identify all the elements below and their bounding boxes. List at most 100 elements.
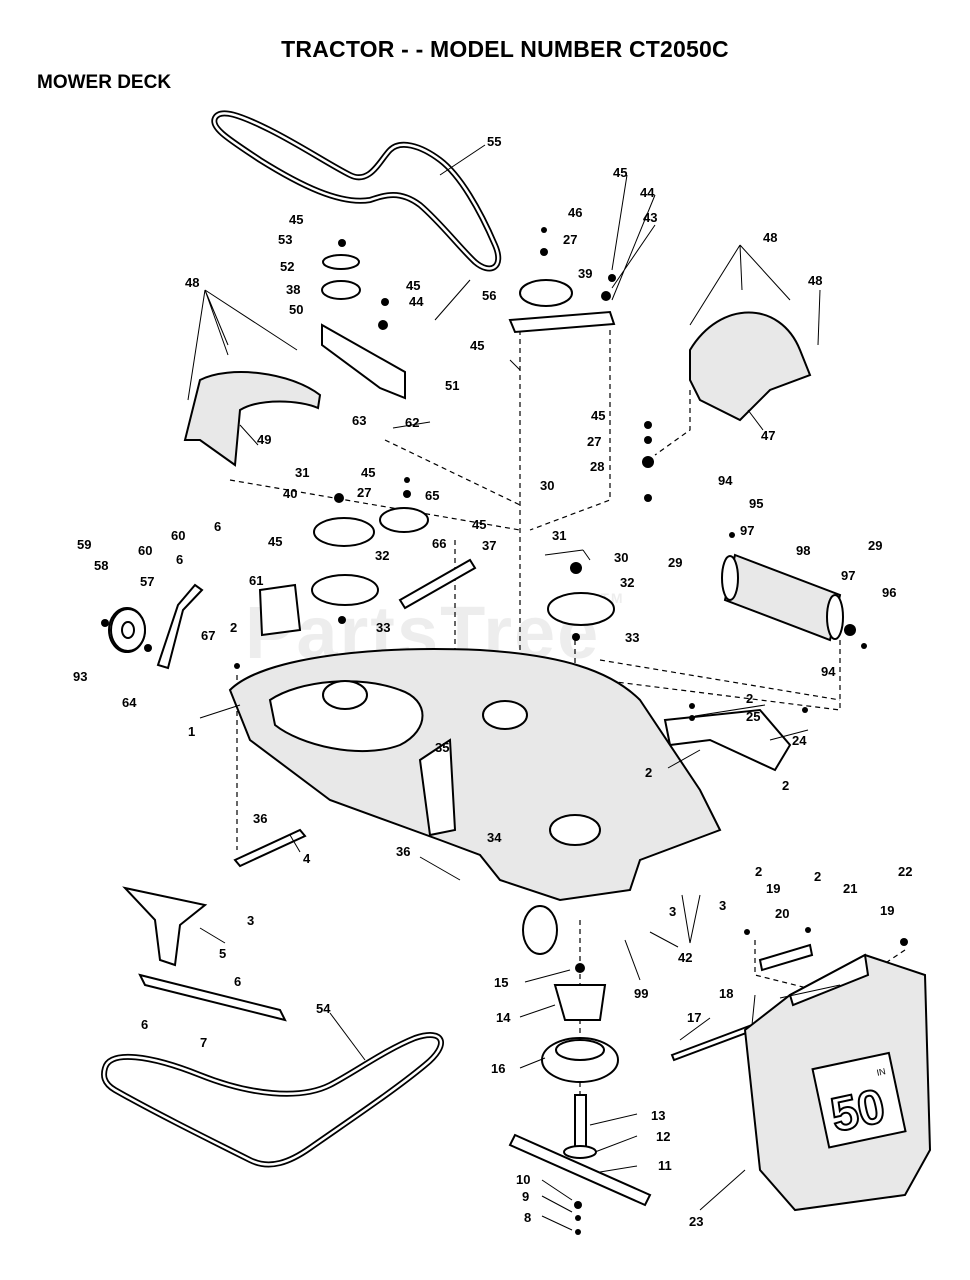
callout: 44 [409, 294, 424, 309]
callout: 9 [522, 1189, 529, 1204]
callout: 45 [470, 338, 484, 353]
callout: 12 [656, 1129, 670, 1144]
callout: 58 [94, 558, 108, 573]
callout: 97 [841, 568, 855, 583]
callout: 6 [214, 519, 221, 534]
section-title: MOWER DECK [37, 72, 172, 93]
callout: 2 [230, 620, 237, 635]
callout: 44 [640, 185, 655, 200]
callout: 3 [719, 898, 726, 913]
callout: 2 [746, 691, 753, 706]
rod-17 [670, 1023, 756, 1062]
callout: 22 [898, 864, 912, 879]
callout: 94 [821, 664, 836, 679]
spring-20 [758, 943, 814, 972]
callout: 33 [376, 620, 390, 635]
callout: 45 [406, 278, 420, 293]
callout: 6 [176, 552, 183, 567]
callout: 98 [796, 543, 810, 558]
callout: 57 [140, 574, 154, 589]
callout: 53 [278, 232, 292, 247]
callout: 3 [669, 904, 676, 919]
bracket-4 [233, 828, 307, 868]
callouts: 55 45 46 27 39 44 43 48 48 45 53 52 45 4… [73, 134, 912, 1229]
callout: 45 [289, 212, 303, 227]
hardware [101, 227, 908, 1235]
callout: 36 [396, 844, 410, 859]
callout: 11 [658, 1158, 672, 1173]
spindle-right [549, 814, 601, 846]
callout: 49 [257, 432, 271, 447]
callout: 46 [568, 205, 582, 220]
callout: 2 [814, 869, 821, 884]
callout: 61 [249, 573, 263, 588]
callout: 20 [775, 906, 789, 921]
callout: 17 [687, 1010, 701, 1025]
spindle-left [322, 680, 368, 710]
callout: 59 [77, 537, 91, 552]
arm-57 [156, 583, 204, 670]
callout: 6 [141, 1017, 148, 1032]
callout: 96 [882, 585, 896, 600]
callout: 48 [185, 275, 199, 290]
callout: 50 [289, 302, 303, 317]
callout: 14 [496, 1010, 511, 1025]
callout: 65 [425, 488, 439, 503]
callout: 63 [352, 413, 366, 428]
callout: 27 [587, 434, 601, 449]
callout: 32 [620, 575, 634, 590]
callout: 6 [234, 974, 241, 989]
shaft-13 [574, 1094, 587, 1151]
callout: 36 [253, 811, 267, 826]
callout: 29 [668, 555, 682, 570]
callout: 25 [746, 709, 760, 724]
callout: 45 [472, 517, 486, 532]
callout: 15 [494, 975, 508, 990]
callout: 23 [689, 1214, 703, 1229]
arm-7 [138, 973, 287, 1022]
leader-lines [187, 144, 841, 1231]
callout: 60 [171, 528, 185, 543]
callout: 30 [614, 550, 628, 565]
callout: 28 [590, 459, 604, 474]
deck-inner-left [268, 680, 424, 753]
callout: 55 [487, 134, 501, 149]
callout: 2 [645, 765, 652, 780]
callout: 21 [843, 881, 857, 896]
callout: 67 [201, 628, 215, 643]
callout: 30 [540, 478, 554, 493]
callout: 32 [375, 548, 389, 563]
spindle-14 [553, 984, 607, 1021]
idler-arm [508, 310, 616, 334]
callout: 45 [361, 465, 375, 480]
bracket-36 [418, 738, 457, 837]
callout: 7 [200, 1035, 207, 1050]
callout: 42 [678, 950, 692, 965]
callout: 10 [516, 1172, 530, 1187]
callout: 2 [755, 864, 762, 879]
pulleys [108, 254, 615, 955]
callout: 34 [487, 830, 502, 845]
callout: 45 [591, 408, 605, 423]
alignment-lines [229, 330, 906, 1140]
callout: 16 [491, 1061, 505, 1076]
callout: 62 [405, 415, 419, 430]
callout: 3 [247, 913, 254, 928]
spindle-center [482, 700, 528, 730]
callout: 97 [740, 523, 754, 538]
plate-61 [258, 583, 302, 637]
callout: 48 [763, 230, 777, 245]
callout: 40 [283, 486, 297, 501]
callout: 27 [563, 232, 577, 247]
callout: 8 [524, 1210, 531, 1225]
page-title: TRACTOR - - MODEL NUMBER CT2050C [281, 36, 729, 62]
roller [723, 553, 842, 642]
callout: 94 [718, 473, 733, 488]
callout: 19 [766, 881, 780, 896]
callout: 19 [880, 903, 894, 918]
callout: 13 [651, 1108, 665, 1123]
idler-bracket [321, 323, 406, 400]
callout: 18 [719, 986, 733, 1001]
callout: 38 [286, 282, 300, 297]
